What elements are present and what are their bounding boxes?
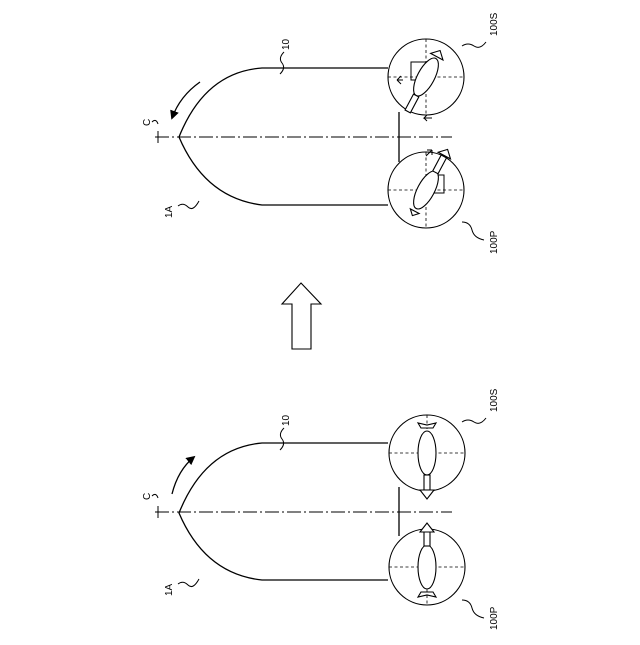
bottom-hull: [179, 443, 399, 580]
top-starboard-label: 100S: [489, 12, 500, 36]
bottom-port-leader: [462, 600, 484, 618]
bottom-hull-label: 10: [281, 414, 292, 426]
bottom-port-label: 100P: [489, 606, 500, 630]
bottom-view: C 10 1A 100S 100P: [142, 388, 500, 630]
bottom-bow-label: 1A: [164, 583, 175, 596]
top-hull-leader: [280, 52, 284, 74]
bottom-starboard-leader: [462, 418, 486, 423]
top-bow-label: 1A: [164, 205, 175, 218]
transition-up-arrow-icon: [282, 283, 321, 349]
bottom-bow-leader: [178, 579, 199, 587]
bottom-starboard-label: 100S: [489, 388, 500, 412]
top-view: C 10 1A 100S: [142, 12, 500, 254]
top-centerline-label: C: [142, 119, 153, 126]
top-port-label: 100P: [489, 230, 500, 254]
bottom-hull-leader: [280, 428, 284, 450]
top-bow-leader: [178, 201, 199, 209]
bottom-port-thruster: [389, 523, 465, 605]
top-hull-label: 10: [281, 38, 292, 50]
bottom-starboard-thruster: [389, 415, 465, 499]
top-hull: [179, 68, 399, 205]
bottom-centerline-label: C: [142, 493, 153, 500]
top-turn-arrow-icon: [172, 82, 200, 118]
top-starboard-leader: [462, 42, 486, 47]
top-port-leader: [462, 222, 484, 240]
top-starboard-thruster: [388, 39, 464, 121]
